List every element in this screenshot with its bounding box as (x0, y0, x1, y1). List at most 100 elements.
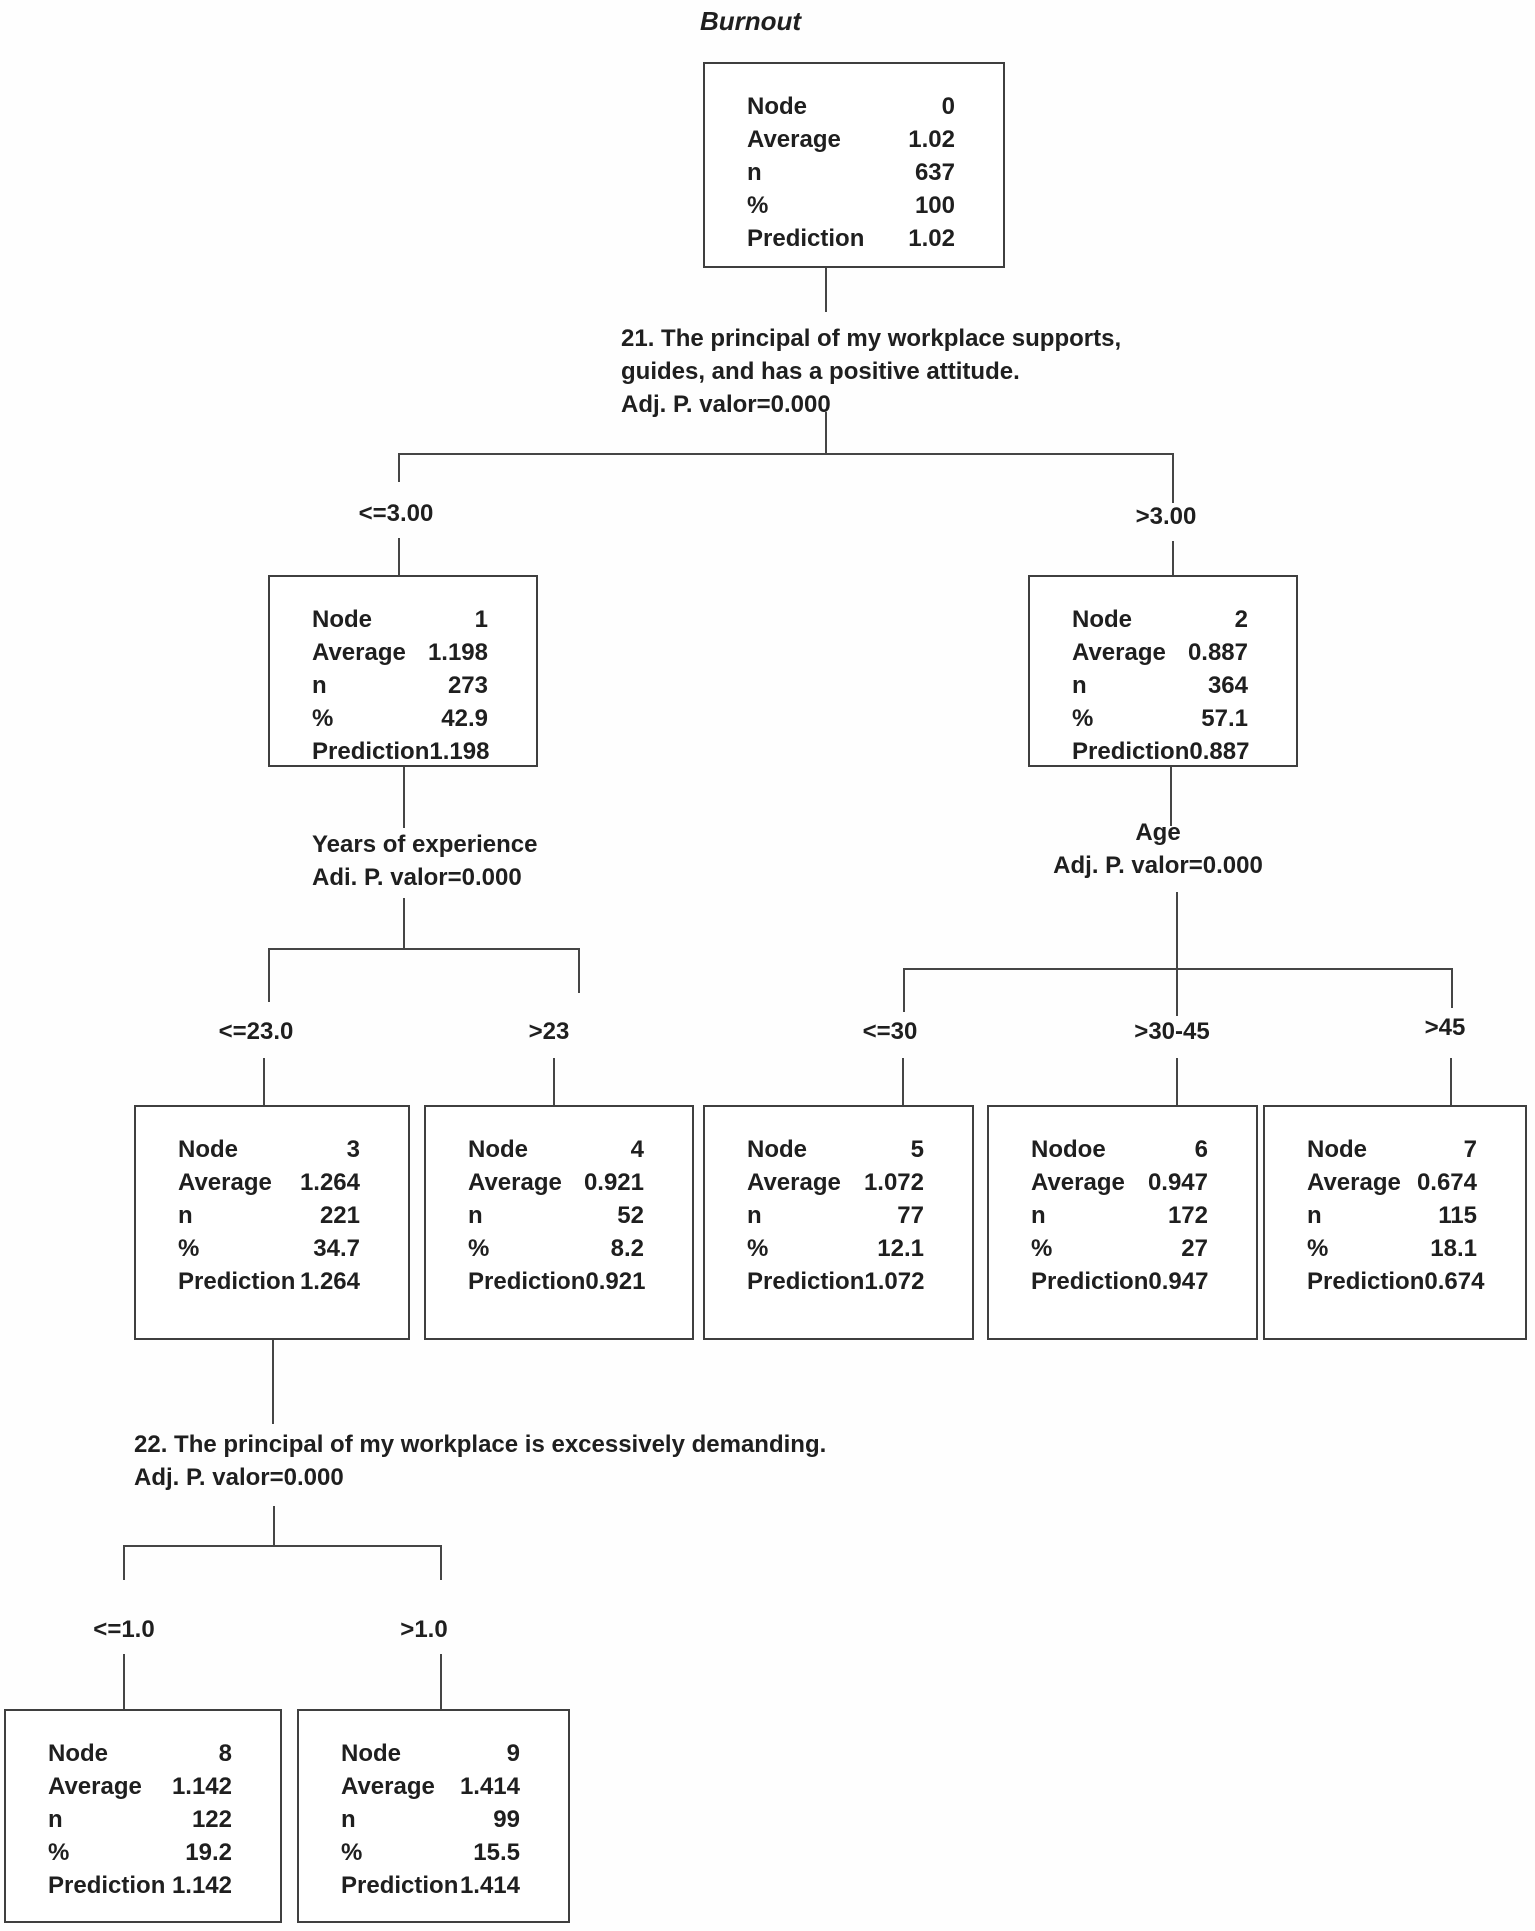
row-label: % (1072, 705, 1094, 732)
row-value: 273 (447, 672, 488, 699)
row-value: 99 (493, 1806, 520, 1833)
connector-line (578, 948, 580, 993)
row-value: 27 (1181, 1235, 1208, 1262)
connector-line (1450, 1058, 1452, 1105)
connector-line (272, 1340, 274, 1424)
figure-title: Burnout (700, 6, 802, 36)
split-text-line: Adj. P. valor=0.000 (621, 391, 831, 418)
node-row: % 8.2 (468, 1232, 692, 1265)
row-label: Average (178, 1169, 272, 1196)
row-value: 1.264 (299, 1169, 360, 1196)
row-value: 0 (941, 93, 955, 120)
node-row: Average 1.414 (341, 1770, 568, 1803)
row-value: 1.072 (864, 1268, 925, 1295)
row-value: 52 (617, 1202, 644, 1229)
row-label: n (1307, 1202, 1322, 1229)
row-label: Node (747, 1136, 807, 1163)
row-value: 0.947 (1148, 1268, 1209, 1295)
connector-line (268, 948, 270, 1002)
row-label: Prediction (468, 1268, 586, 1295)
row-value: 8.2 (610, 1235, 644, 1262)
row-label: Node (341, 1740, 401, 1767)
row-value: 18.1 (1430, 1235, 1477, 1262)
row-value: 172 (1167, 1202, 1208, 1229)
connector-line (273, 1506, 275, 1547)
row-value: 1.142 (171, 1872, 232, 1899)
branch-label-gt-45: >45 (1424, 1014, 1466, 1041)
node-row: Average 1.264 (178, 1166, 408, 1199)
row-value: 77 (897, 1202, 924, 1229)
split-text-demanding: 22. The principal of my workplace is exc… (134, 1428, 826, 1494)
row-value: 0.921 (583, 1169, 644, 1196)
connector-line (123, 1545, 125, 1580)
row-value: 0.947 (1147, 1169, 1208, 1196)
connector-line (123, 1545, 442, 1547)
row-label: % (1307, 1235, 1329, 1262)
node-row: %15.5 (341, 1836, 568, 1869)
row-label: n (468, 1202, 483, 1229)
split-text-years: Years of experience Adi. P. valor=0.000 (312, 828, 537, 894)
row-value: 8 (218, 1740, 232, 1767)
connector-line (1172, 453, 1174, 503)
row-label: Average (468, 1169, 562, 1196)
node-row: % 57.1 (1072, 702, 1296, 735)
node-row: Average 0.921 (468, 1166, 692, 1199)
row-value: 1.414 (459, 1773, 520, 1800)
row-value: 19.2 (185, 1839, 232, 1866)
connector-line (403, 898, 405, 950)
branch-label-gt-23: >23 (528, 1018, 570, 1045)
node-row: %34.7 (178, 1232, 408, 1265)
row-value: 1.02 (908, 225, 955, 252)
row-label: n (341, 1806, 356, 1833)
split-text-line: Adj. P. valor=0.000 (1053, 852, 1263, 879)
row-label: Prediction (1031, 1268, 1149, 1295)
node-row: n 52 (468, 1199, 692, 1232)
split-text-line: Years of experience (312, 831, 538, 858)
row-value: 1.02 (908, 126, 955, 153)
split-text-line: 22. The principal of my workplace is exc… (134, 1431, 827, 1458)
connector-line (123, 1654, 125, 1709)
row-label: n (747, 159, 762, 186)
row-value: 100 (914, 192, 955, 219)
row-label: % (747, 192, 769, 219)
connector-line (398, 538, 400, 575)
row-value: 3 (346, 1136, 360, 1163)
row-value: 57.1 (1201, 705, 1248, 732)
connector-line (902, 1058, 904, 1105)
row-value: 9 (506, 1740, 520, 1767)
row-label: % (468, 1235, 490, 1262)
row-label: Prediction (1072, 738, 1190, 765)
node-row: %12.1 (747, 1232, 972, 1265)
row-label: n (747, 1202, 762, 1229)
row-label: n (1031, 1202, 1046, 1229)
row-label: Prediction (48, 1872, 166, 1899)
node-row: % 18.1 (1307, 1232, 1525, 1265)
node-row: %42.9 (312, 702, 536, 735)
row-label: Average (341, 1773, 435, 1800)
connector-line (403, 767, 405, 828)
row-value: 4 (630, 1136, 644, 1163)
split-text-line: Adi. P. valor=0.000 (312, 864, 522, 891)
row-value: 34.7 (313, 1235, 360, 1262)
